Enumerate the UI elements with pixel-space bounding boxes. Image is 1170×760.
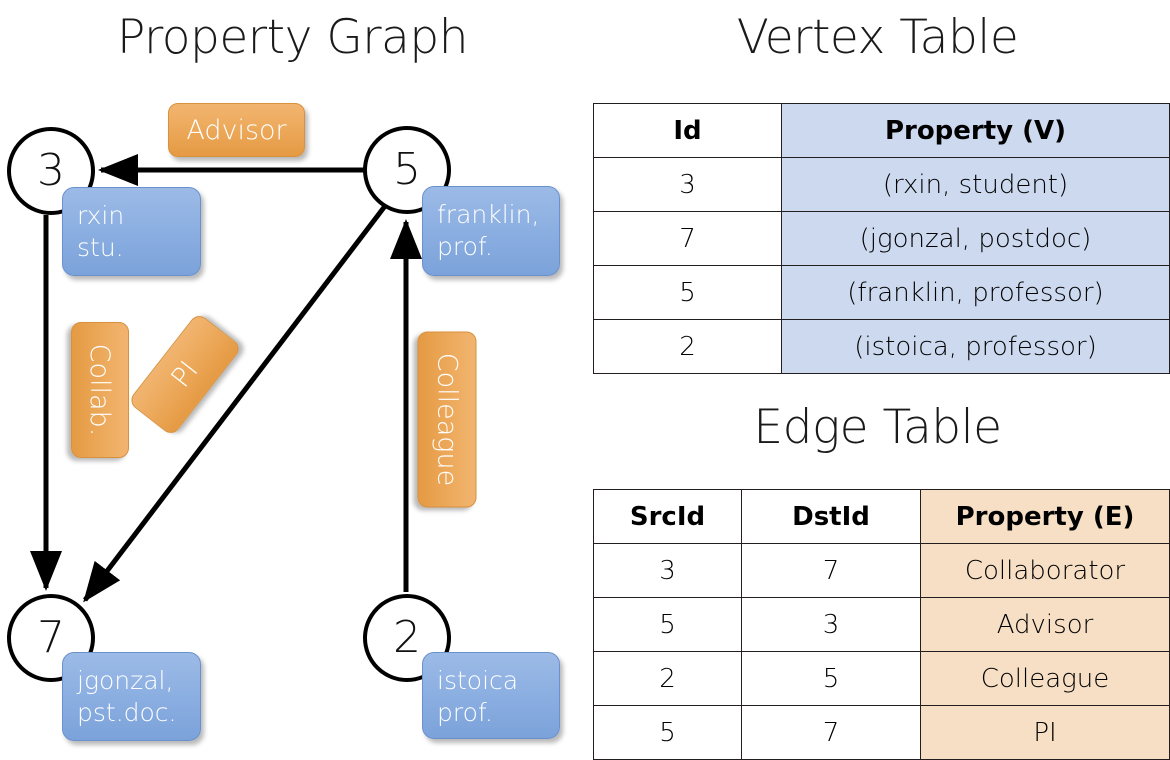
edge-table-header-row: SrcId DstId Property (E) (593, 489, 1170, 544)
table-row: 5 7 PI (593, 705, 1170, 760)
edge-5-to-7-pi (83, 204, 387, 603)
edge-table-cell-property: Advisor (920, 597, 1170, 652)
graph-node-5-label: 5 (393, 144, 421, 195)
vertex-property-callout-5-line2: prof. (437, 232, 493, 261)
vertex-property-callout-7: jgonzal, pst.doc. (62, 652, 201, 741)
vertex-property-callout-7-line2: pst.doc. (77, 698, 177, 727)
edge-table-header-property: Property (E) (920, 489, 1170, 544)
vertex-property-callout-2-line1: istoica (437, 666, 519, 695)
vertex-table-cell-property: (istoica, professor) (781, 319, 1170, 374)
vertex-property-callout-2: istoica prof. (422, 652, 560, 739)
vertex-property-callout-3: rxin stu. (62, 187, 201, 276)
table-row: 5 (franklin, professor) (593, 265, 1170, 320)
graph-node-2[interactable]: 2 (363, 594, 451, 682)
vertex-property-callout-3-line1: rxin (77, 201, 125, 230)
vertex-property-callout-7-line1: jgonzal, (77, 666, 174, 695)
table-row: 2 (istoica, professor) (593, 319, 1170, 374)
edge-label-advisor-text: Advisor (186, 114, 287, 146)
edge-label-colleague-text: Colleague (431, 352, 463, 487)
vertex-table-header-property: Property (V) (781, 103, 1170, 158)
table-row: 3 (rxin, student) (593, 157, 1170, 212)
vertex-table-cell-id: 3 (593, 157, 782, 212)
edge-label-advisor: Advisor (168, 103, 305, 157)
graph-node-7-label: 7 (37, 612, 65, 663)
page-title-property-graph: Property Graph (117, 10, 469, 65)
edge-table-cell-property: Colleague (920, 651, 1170, 706)
vertex-table-cell-id: 2 (593, 319, 782, 374)
edge-table-header-srcid: SrcId (593, 489, 742, 544)
edge-label-colleague: Colleague (417, 331, 477, 508)
vertex-property-callout-2-line2: prof. (437, 698, 493, 727)
edge-table-cell-property: Collaborator (920, 543, 1170, 598)
edge-table-cell-dstid: 5 (741, 651, 921, 706)
edge-table-header-dstid: DstId (741, 489, 921, 544)
edge-table-cell-property: PI (920, 705, 1170, 760)
table-row: 7 (jgonzal, postdoc) (593, 211, 1170, 266)
page-title-edge-table: Edge Table (753, 400, 1002, 455)
vertex-table-header-id: Id (593, 103, 782, 158)
edge-table-cell-srcid: 5 (593, 597, 742, 652)
vertex-table: Id Property (V) 3 (rxin, student) 7 (jgo… (593, 103, 1170, 374)
edge-table-cell-dstid: 7 (741, 543, 921, 598)
graph-edge-arrows (30, 154, 422, 603)
vertex-table-cell-property: (rxin, student) (781, 157, 1170, 212)
graph-node-3-label: 3 (37, 145, 65, 196)
table-row: 2 5 Colleague (593, 651, 1170, 706)
edge-table: SrcId DstId Property (E) 3 7 Collaborato… (593, 489, 1170, 760)
edge-table-cell-srcid: 5 (593, 705, 742, 760)
edge-label-pi-text: PI (165, 355, 205, 394)
edge-table-cell-srcid: 2 (593, 651, 742, 706)
vertex-table-cell-property: (jgonzal, postdoc) (781, 211, 1170, 266)
vertex-table-cell-id: 5 (593, 265, 782, 320)
vertex-property-callout-3-line2: stu. (77, 233, 124, 262)
graph-node-2-label: 2 (393, 612, 421, 663)
page-title-vertex-table: Vertex Table (736, 10, 1019, 65)
table-row: 5 3 Advisor (593, 597, 1170, 652)
edge-table-cell-srcid: 3 (593, 543, 742, 598)
vertex-table-cell-property: (franklin, professor) (781, 265, 1170, 320)
graph-node-5[interactable]: 5 (363, 126, 451, 214)
edge-table-cell-dstid: 3 (741, 597, 921, 652)
vertex-table-cell-id: 7 (593, 211, 782, 266)
edge-label-collaborator-text: Collab. (84, 343, 116, 437)
property-graph-diagram: 3 5 7 2 rxin stu. franklin, prof. jgonza… (7, 103, 560, 741)
vertex-table-header-row: Id Property (V) (593, 103, 1170, 158)
vertex-property-callout-5: franklin, prof. (422, 186, 560, 276)
table-row: 3 7 Collaborator (593, 543, 1170, 598)
edge-label-collaborator: Collab. (71, 322, 129, 458)
edge-table-cell-dstid: 7 (741, 705, 921, 760)
vertex-property-callout-5-line1: franklin, (437, 200, 540, 229)
